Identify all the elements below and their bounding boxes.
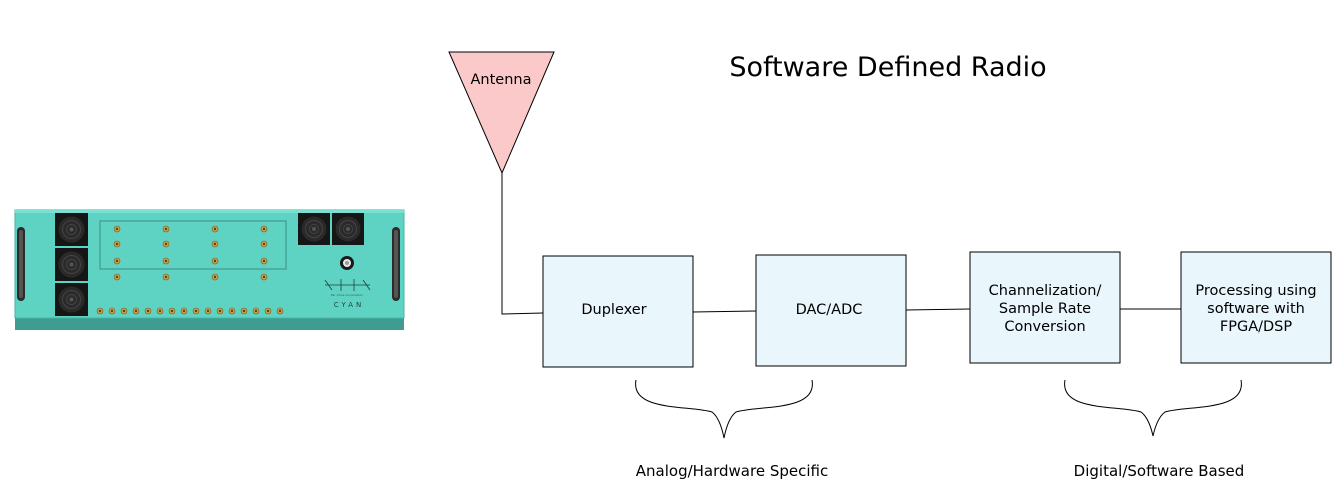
block-duplexer: Duplexer	[542, 255, 694, 368]
sma-connector	[156, 307, 164, 315]
brace-analog	[635, 379, 813, 439]
block-dac-adc: DAC/ADC	[755, 254, 907, 367]
sma-connector	[192, 307, 200, 315]
brace-digital	[1064, 379, 1242, 437]
sma-connector	[276, 307, 284, 315]
block-channelization-line-2: Sample Rate	[999, 301, 1091, 317]
fan-right-b	[332, 213, 364, 245]
sma-connector	[211, 273, 219, 281]
sma-connector	[113, 225, 121, 233]
antenna-label: Antenna	[471, 72, 532, 88]
block-processing-line-2: software with	[1207, 301, 1305, 317]
sma-connector	[211, 257, 219, 265]
sma-connector	[96, 307, 104, 315]
sma-connector	[162, 240, 170, 248]
block-processing-line-3: FPGA/DSP	[1220, 319, 1292, 335]
cyan-device-image: Per Vices Corporation CYAN	[14, 209, 405, 330]
block-channelization-line-3: Conversion	[1004, 319, 1085, 335]
sma-connector	[260, 225, 268, 233]
sma-connector	[260, 257, 268, 265]
block-processing-line-1: Processing using	[1195, 283, 1316, 299]
power-knob	[340, 256, 354, 270]
bottom-connectors	[96, 307, 284, 315]
fan-right-a	[298, 213, 330, 245]
sma-connector	[260, 240, 268, 248]
fan-left-middle	[55, 248, 88, 281]
diagram-title: Software Defined Radio	[729, 52, 1046, 83]
sma-connector	[252, 307, 260, 315]
block-dac-adc-label: DAC/ADC	[796, 302, 863, 318]
sma-connector	[211, 225, 219, 233]
group-digital: Digital/Software Based	[1064, 379, 1245, 480]
sma-connector	[120, 307, 128, 315]
panel-connectors	[113, 225, 268, 281]
fan-left-bottom	[55, 283, 88, 316]
cyan-logo-icon	[324, 279, 371, 291]
sma-connector	[162, 225, 170, 233]
wire-duplexer-to-dac	[692, 310, 757, 313]
block-channelization-line-1: Channelization/	[989, 283, 1102, 299]
antenna: Antenna	[448, 51, 555, 175]
sma-connector	[108, 307, 116, 315]
left-handle	[17, 227, 25, 301]
signal-wires	[501, 173, 1181, 315]
sma-connector	[113, 257, 121, 265]
sma-connector	[113, 273, 121, 281]
sma-connector	[144, 307, 152, 315]
sma-connector	[132, 307, 140, 315]
sma-connector	[113, 240, 121, 248]
sma-connector	[162, 273, 170, 281]
sma-connector	[168, 307, 176, 315]
block-channelization: Channelization/ Sample Rate Conversion	[969, 251, 1121, 364]
group-analog: Analog/Hardware Specific	[635, 379, 828, 480]
sma-connector	[216, 307, 224, 315]
group-analog-label: Analog/Hardware Specific	[636, 462, 828, 480]
device-brand: CYAN	[334, 301, 365, 309]
sma-connector	[264, 307, 272, 315]
sma-connector	[260, 273, 268, 281]
antenna-triangle	[448, 51, 555, 175]
group-digital-label: Digital/Software Based	[1074, 462, 1245, 480]
sma-connector	[240, 307, 248, 315]
right-handle	[392, 227, 400, 301]
fan-left-top	[55, 213, 88, 246]
sma-connector	[228, 307, 236, 315]
device-maker: Per Vices Corporation	[331, 293, 363, 297]
sma-connector	[162, 257, 170, 265]
block-processing: Processing using software with FPGA/DSP	[1180, 251, 1332, 364]
connector-panel	[99, 220, 287, 270]
block-duplexer-label: Duplexer	[581, 302, 646, 318]
wire-dac-to-channelization	[905, 308, 971, 311]
wire-antenna-to-duplexer	[501, 173, 544, 315]
sma-connector	[180, 307, 188, 315]
sma-connector	[211, 240, 219, 248]
sma-connector	[204, 307, 212, 315]
